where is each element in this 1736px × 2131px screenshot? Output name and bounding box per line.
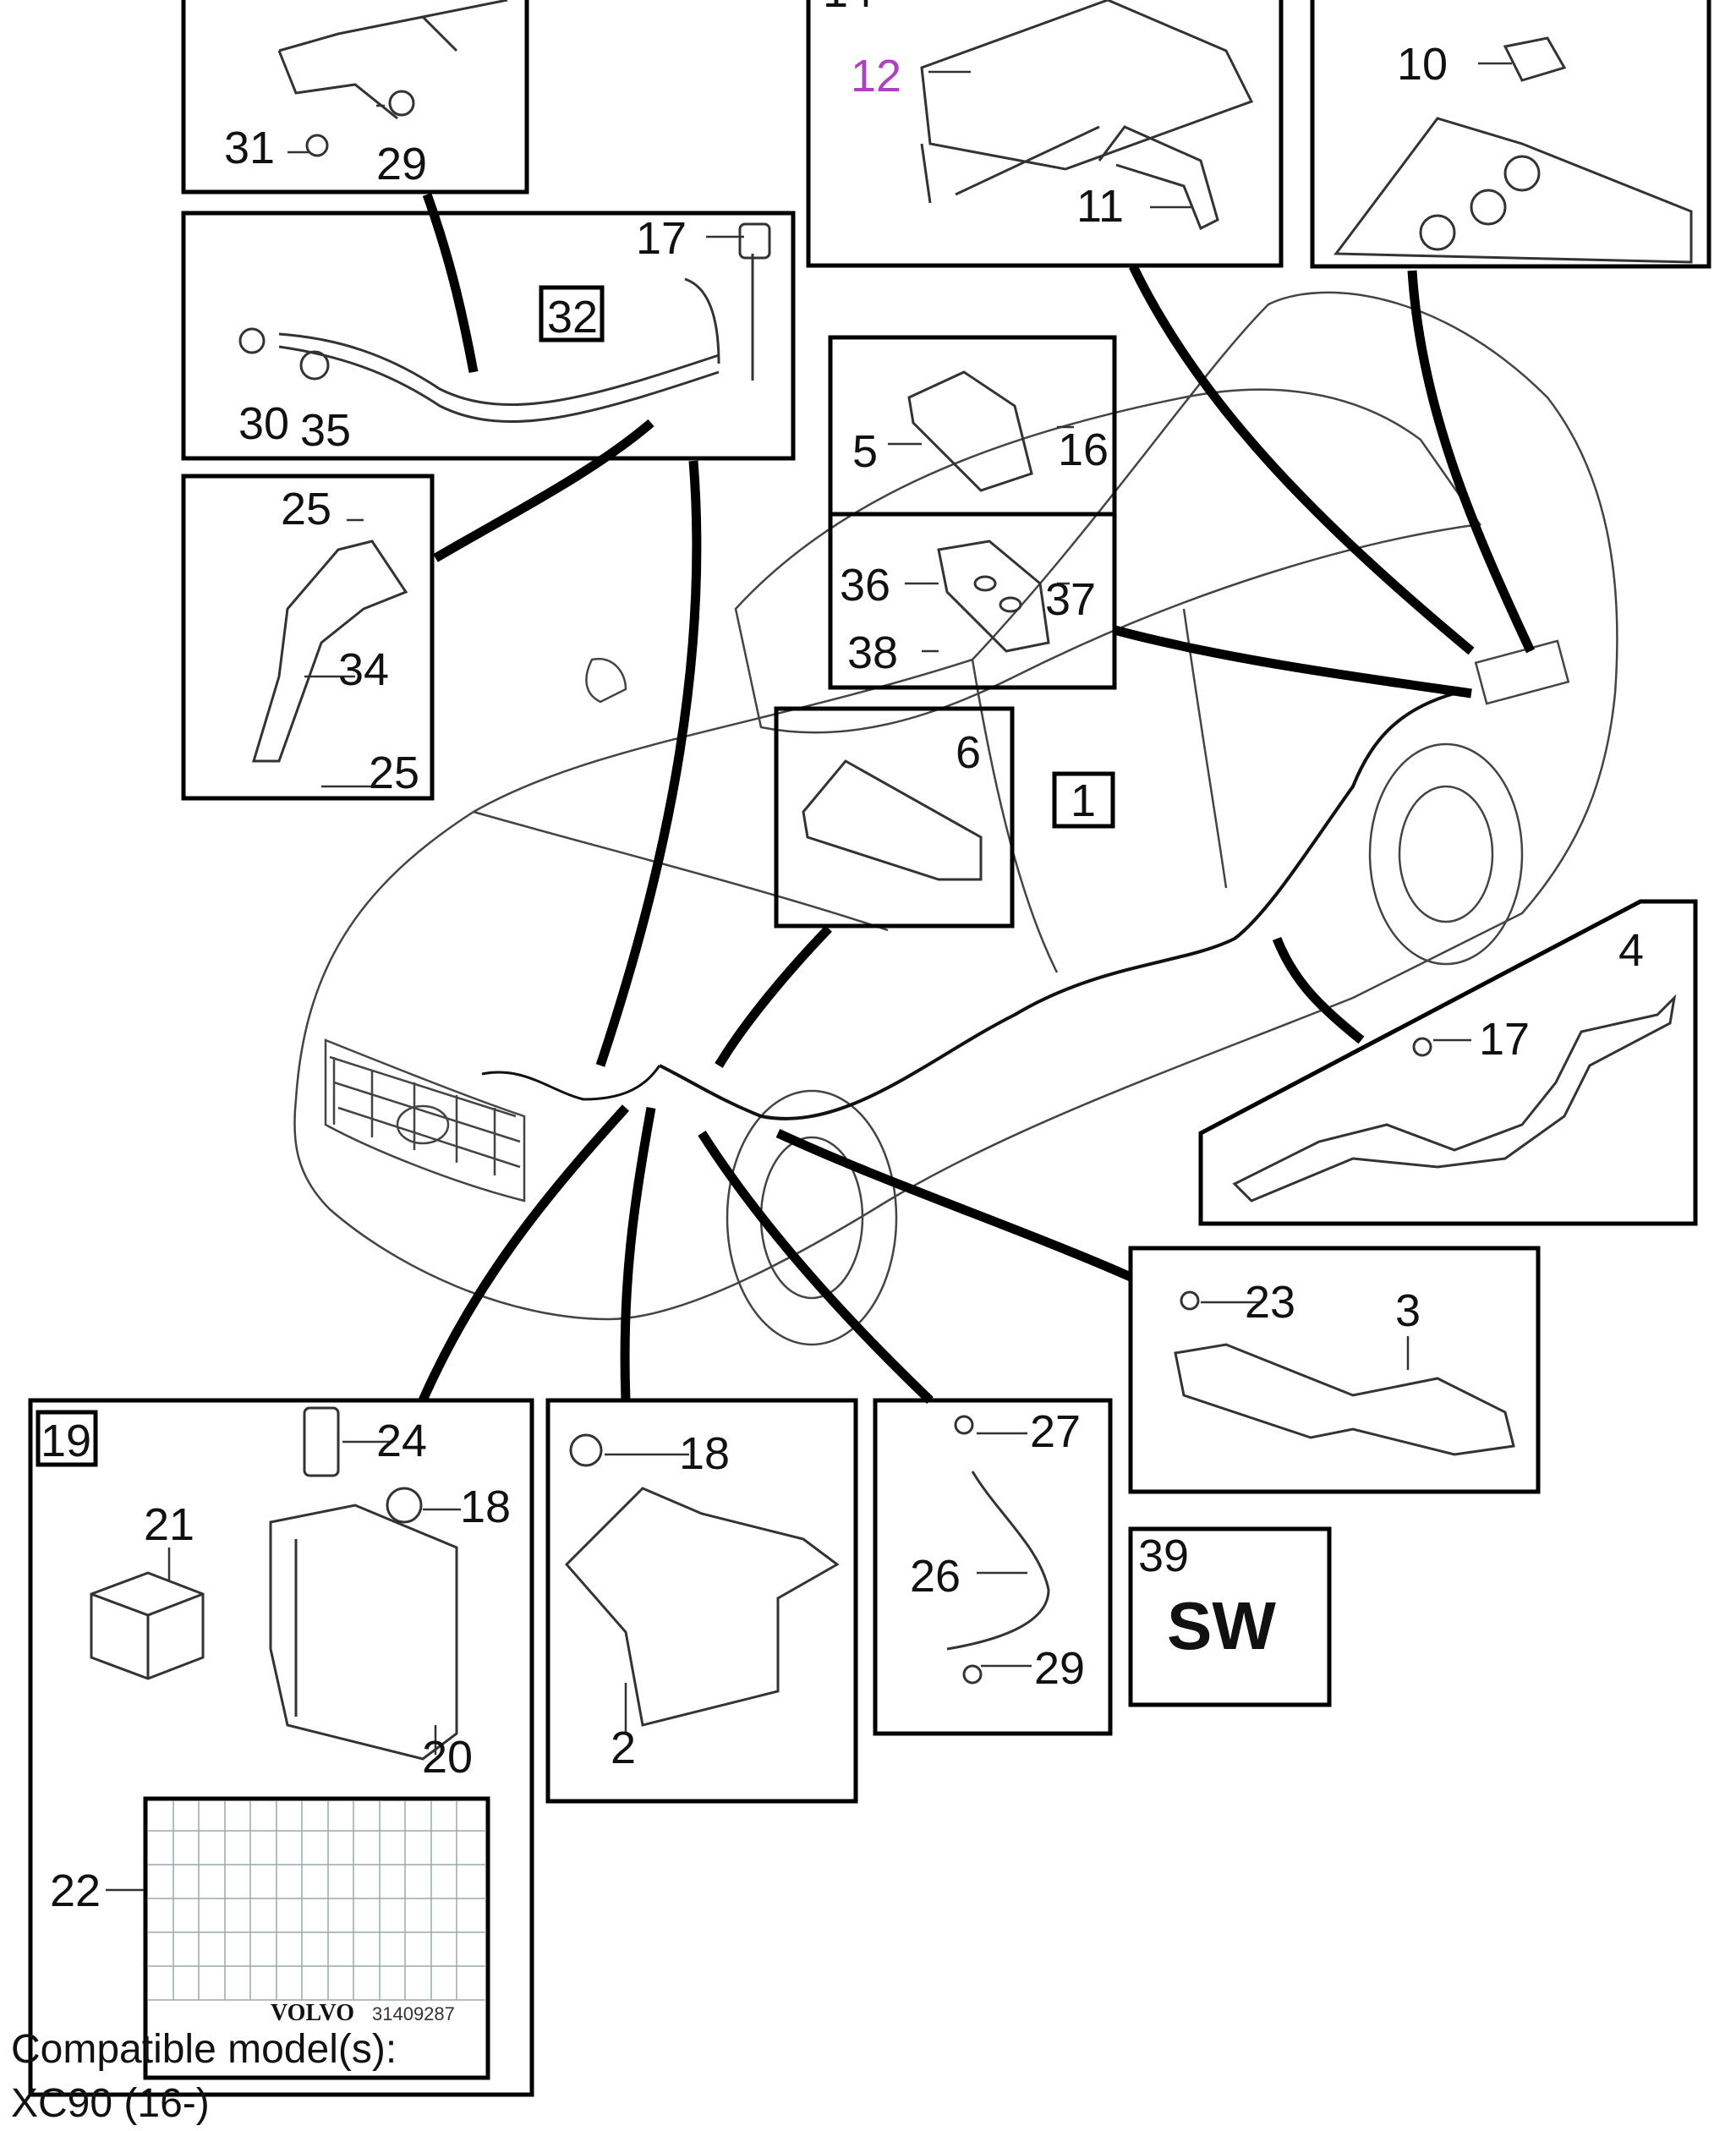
callout-17: 17 xyxy=(1479,1014,1530,1065)
callout-23: 23 xyxy=(1245,1277,1295,1328)
callout-1: 1 xyxy=(1071,775,1096,826)
callout-36: 36 xyxy=(840,560,890,611)
callout-25: 25 xyxy=(281,484,331,534)
callout-27: 27 xyxy=(1030,1406,1081,1457)
callout-29: 29 xyxy=(1034,1643,1085,1694)
callout-10: 10 xyxy=(1397,39,1448,90)
callout-14: 14 xyxy=(823,0,873,17)
callout-24: 24 xyxy=(376,1416,427,1466)
callout-30: 30 xyxy=(238,398,289,449)
callout-6: 6 xyxy=(956,727,981,778)
callout-3: 3 xyxy=(1395,1285,1421,1336)
callout-12: 12 xyxy=(851,51,901,101)
callout-25: 25 xyxy=(369,748,419,798)
compatible-model-xc90: XC90 (16-) xyxy=(11,2081,210,2126)
callout-21: 21 xyxy=(144,1499,194,1550)
leader-arrows xyxy=(418,193,1535,1404)
callout-19: 19 xyxy=(41,1416,91,1466)
fuse-label-card: VOLVO 31409287 xyxy=(143,1796,490,2080)
callout-5: 5 xyxy=(852,426,878,477)
part-sketches: VOLVO 31409287 xyxy=(90,0,1693,2080)
callout-2: 2 xyxy=(611,1723,636,1773)
callout-18: 18 xyxy=(679,1428,730,1479)
callout-20: 20 xyxy=(422,1732,473,1783)
callout-32: 32 xyxy=(547,292,598,342)
callout-numbers: 31 29 17 32 30 35 25 34 25 14 12 11 10 5… xyxy=(41,0,1644,1916)
callout-4: 4 xyxy=(1618,925,1644,976)
callout-11: 11 xyxy=(1076,181,1124,232)
fuse-label-brand: VOLVO xyxy=(271,2000,354,2026)
callout-17: 17 xyxy=(636,213,687,264)
callout-29: 29 xyxy=(376,139,427,189)
leader-lines xyxy=(106,62,1512,1892)
callout-39: 39 xyxy=(1138,1531,1189,1581)
fuse-label-part-number: 31409287 xyxy=(372,2003,455,2024)
callout-26: 26 xyxy=(910,1551,961,1602)
callout-34: 34 xyxy=(338,644,389,695)
callout-18: 18 xyxy=(460,1482,511,1532)
callout-31: 31 xyxy=(224,123,275,173)
callout-38: 38 xyxy=(847,627,898,678)
callout-35: 35 xyxy=(300,405,351,456)
callout-37: 37 xyxy=(1045,574,1096,625)
callout-sw: SW xyxy=(1167,1588,1276,1663)
part-boxes xyxy=(28,0,1711,2097)
compatible-models-label: Compatible model(s): xyxy=(11,2027,397,2072)
car-illustration xyxy=(293,291,1618,1346)
grille xyxy=(324,1038,526,1202)
callout-16: 16 xyxy=(1058,425,1109,475)
callout-22: 22 xyxy=(50,1865,101,1916)
